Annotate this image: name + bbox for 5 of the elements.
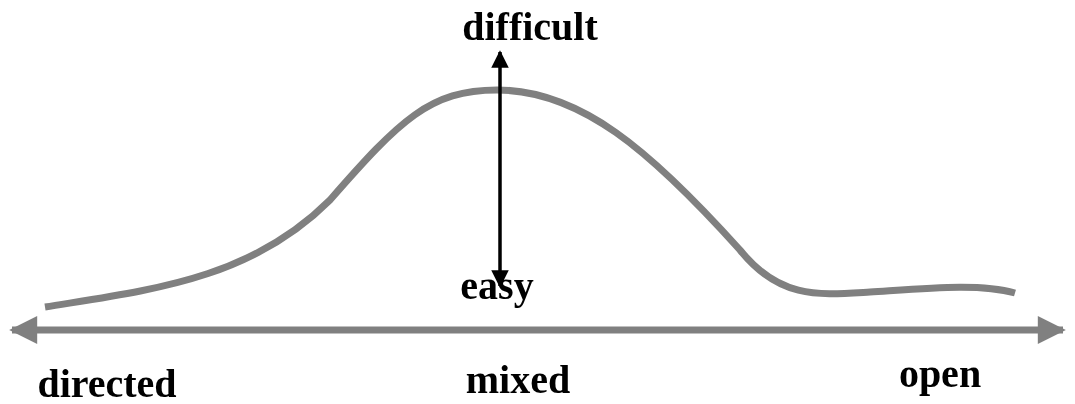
axis-label: easy: [460, 264, 534, 308]
axis-label: open: [898, 352, 982, 396]
axis-label: mixed: [465, 358, 571, 402]
axis-label: directed: [37, 362, 177, 404]
axis-label: difficult: [462, 5, 598, 49]
